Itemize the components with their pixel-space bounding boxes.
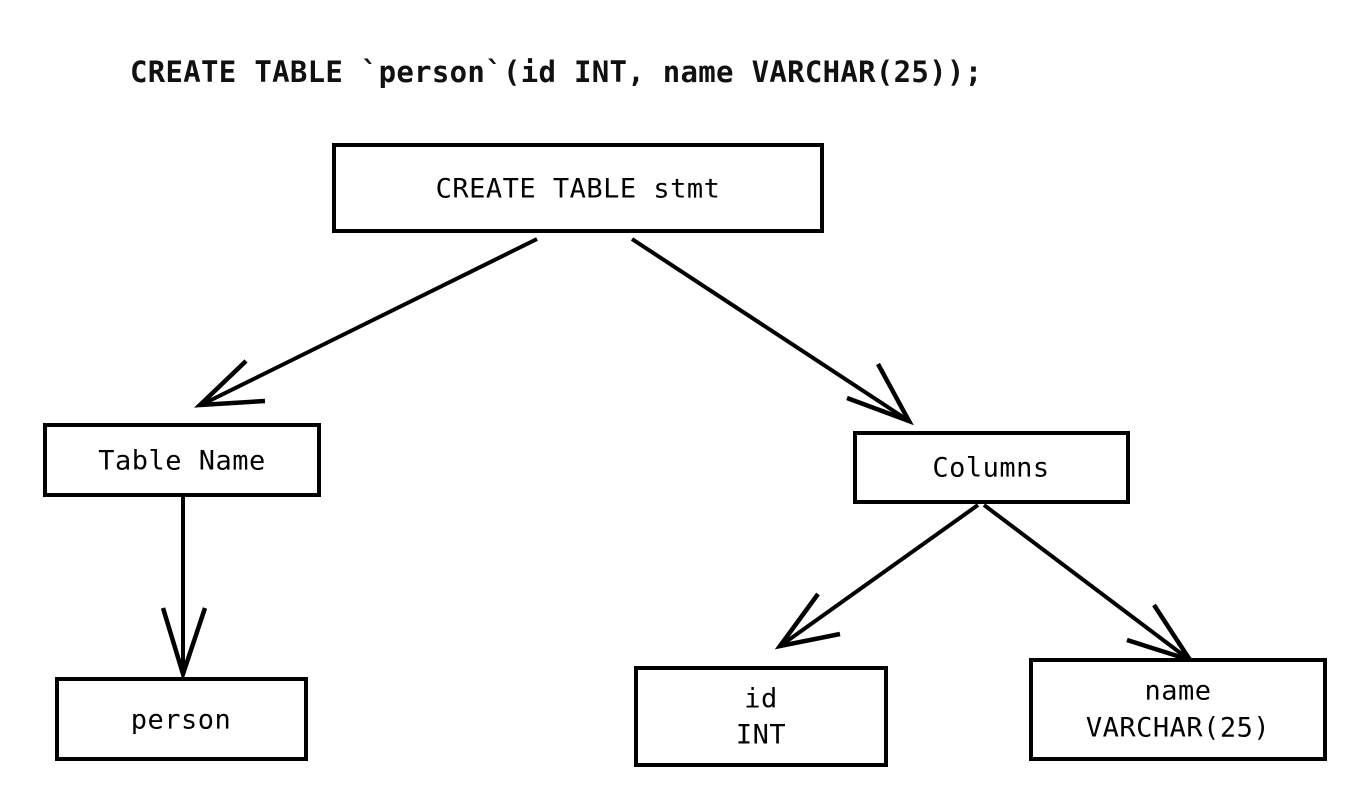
node-table-name-label: Table Name <box>98 446 266 477</box>
edge-columns-to-id <box>774 503 980 650</box>
node-column-name-type: VARCHAR(25) <box>1086 713 1270 744</box>
node-column-name[interactable]: name VARCHAR(25) <box>1029 658 1327 761</box>
node-person[interactable]: person <box>55 677 308 761</box>
node-create-table-stmt-label: CREATE TABLE stmt <box>436 174 721 205</box>
node-column-id-name: id <box>744 684 778 715</box>
node-column-name-name: name <box>1144 676 1211 707</box>
node-table-name[interactable]: Table Name <box>43 423 321 497</box>
sql-statement-caption: CREATE TABLE `person`(id INT, name VARCH… <box>130 55 982 89</box>
node-columns[interactable]: Columns <box>853 431 1130 504</box>
node-person-label: person <box>131 705 232 736</box>
edge-root-to-table-name <box>194 237 538 408</box>
edge-columns-to-name <box>982 503 1196 665</box>
node-create-table-stmt[interactable]: CREATE TABLE stmt <box>332 143 824 233</box>
edge-table-name-to-person <box>160 497 208 682</box>
node-column-id-type: INT <box>736 720 786 751</box>
node-column-id[interactable]: id INT <box>634 666 888 767</box>
edge-root-to-columns <box>630 237 914 426</box>
node-columns-label: Columns <box>932 453 1049 484</box>
